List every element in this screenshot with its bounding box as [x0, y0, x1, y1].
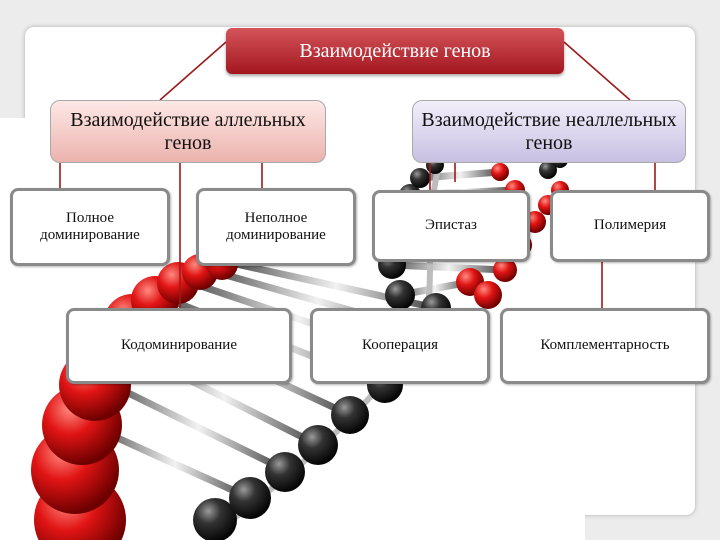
leaf-label: Кодоминирование [120, 337, 237, 354]
helix-bead-black [193, 498, 237, 540]
leaf-label: Полное доминирование [40, 209, 140, 243]
helix-bead-black [539, 161, 557, 179]
helix-bead-black [229, 477, 271, 519]
helix-rod [108, 381, 289, 474]
root-node: Взаимодействие генов [226, 28, 564, 74]
connector-root-allelic [159, 41, 227, 101]
leaf-label: Полимерия [593, 217, 667, 234]
helix-bead-black [385, 280, 415, 310]
group-node-nonallelic-label: Взаимодействие неаллельных генов [421, 108, 677, 154]
leaf-label: Эпистаз [425, 217, 477, 234]
leaf-node-epistasis: Эпистаз [372, 190, 530, 262]
leaf-label: Кооперация [361, 337, 439, 354]
root-node-label: Взаимодействие генов [299, 39, 491, 62]
helix-bead-black [265, 452, 305, 492]
helix-bead-red [474, 281, 502, 309]
leaf-node-complementarity: Комплементарность [500, 308, 710, 384]
leaf-node-cooperation: Кооперация [310, 308, 490, 384]
leaf-node-codominance: Кодоминирование [66, 308, 292, 384]
leaf-node-incomplete-dominance: Неполное доминирование [196, 188, 356, 266]
helix-bead-black [298, 425, 338, 465]
helix-rod [96, 426, 254, 502]
leaf-node-polymery: Полимерия [550, 190, 710, 262]
helix-bead-black [331, 396, 369, 434]
helix-bead-black [410, 168, 430, 188]
leaf-label: Комплементарность [540, 337, 670, 354]
group-node-nonallelic: Взаимодействие неаллельных генов [412, 100, 686, 163]
connector-root-nonallelic [563, 41, 631, 101]
group-node-allelic: Взаимодействие аллельных генов [50, 100, 326, 163]
helix-rod [388, 261, 509, 274]
helix-bead-red [491, 163, 509, 181]
group-node-allelic-label: Взаимодействие аллельных генов [70, 108, 306, 154]
leaf-node-full-dominance: Полное доминирование [10, 188, 170, 266]
helix-bead-red [493, 258, 517, 282]
leaf-label: Неполное доминирование [226, 209, 326, 243]
